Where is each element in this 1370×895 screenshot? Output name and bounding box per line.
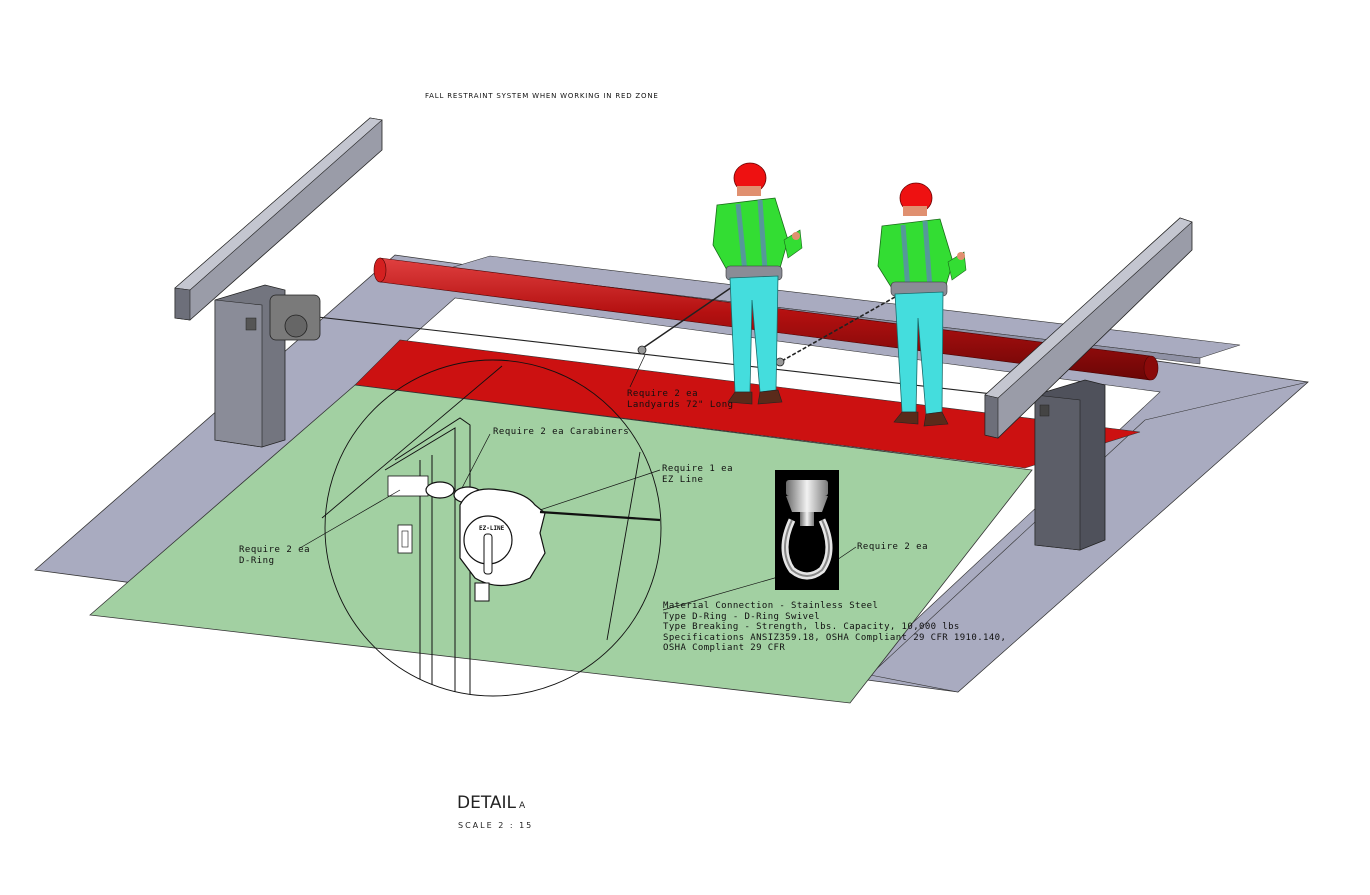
- ez-lifeline: [299, 314, 1046, 401]
- lifeline-clip-right: [775, 357, 785, 367]
- callout-d-ring-line1: Require 2 ea: [239, 545, 311, 555]
- worker-left: [712, 162, 803, 405]
- d-ring-swivel-photo: [775, 470, 839, 590]
- detail-label-letter: A: [519, 801, 526, 811]
- spec-line-breaking: Type Breaking - Strength, lbs. Capacity,…: [663, 622, 960, 632]
- leader-d-ring: [299, 489, 401, 549]
- leader-spec: [662, 574, 786, 611]
- callout-d-ring: Require 2 ea D-Ring: [239, 545, 310, 567]
- scale-label: SCALE 2 : 15: [458, 821, 534, 830]
- callout-landyards: Require 2 ea Landyards 72" Long: [627, 389, 734, 411]
- spec-line-osha: OSHA Compliant 29 CFR: [663, 643, 786, 653]
- detail-label-text: DETAIL: [457, 793, 517, 813]
- spec-line-material: Material Connection - Stainless Steel: [663, 601, 879, 611]
- callout-landyards-line1: Require 2 ea: [627, 389, 699, 399]
- lifeline-clip-left: [637, 345, 647, 355]
- leader-landyards: [629, 354, 646, 388]
- callout-ez-line-line2: EZ Line: [662, 475, 704, 485]
- leader-ez-line: [539, 469, 661, 511]
- leader-carabiners: [461, 433, 491, 489]
- detail-a-circle: [321, 359, 662, 697]
- callout-landyards-line2: Landyards 72" Long: [627, 400, 734, 410]
- diagram-title: FALL RESTRAINT SYSTEM WHEN WORKING IN RE…: [425, 92, 659, 100]
- callout-swivel: Require 2 ea: [857, 542, 929, 552]
- red-zone: [354, 339, 1141, 469]
- worker-right: [877, 182, 967, 427]
- safe-zone: [89, 384, 1033, 704]
- ez-line-device-badge: EZ-LINE: [479, 525, 505, 532]
- callout-carabiners: Require 2 ea Carabiners: [493, 427, 630, 437]
- landyard-left: [639, 284, 736, 351]
- callout-ez-line: Require 1 ea EZ Line: [662, 464, 733, 486]
- callout-d-ring-line2: D-Ring: [239, 556, 275, 566]
- callout-ez-line-line1: Require 1 ea: [662, 464, 734, 474]
- spec-line-specifications: Specifications ANSIZ359.18, OSHA Complia…: [663, 632, 1007, 643]
- left-anchor-post: [174, 117, 383, 448]
- spec-block: Material Connection - Stainless Steel Ty…: [663, 601, 1006, 654]
- spec-line-type: Type D-Ring - D-Ring Swivel: [663, 611, 821, 622]
- landyard-right: [779, 296, 896, 363]
- right-anchor-post: [984, 217, 1193, 551]
